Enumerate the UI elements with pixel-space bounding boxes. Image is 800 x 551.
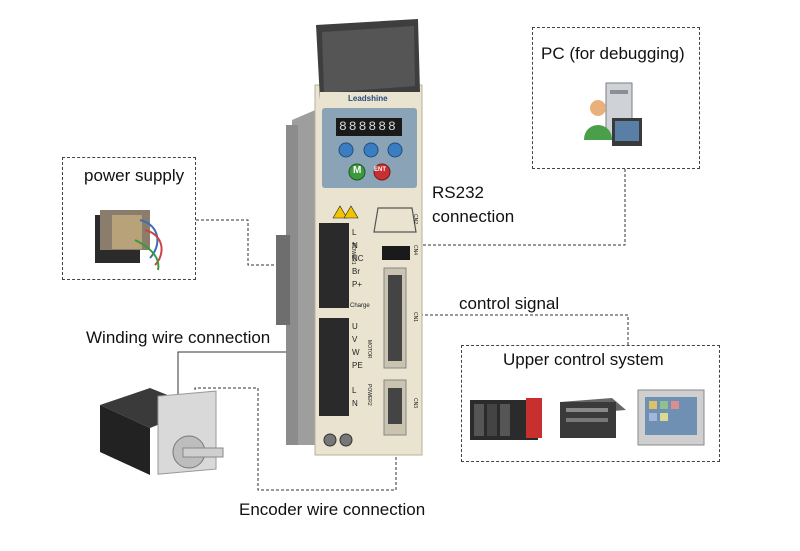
- pc-label: PC (for debugging): [541, 44, 685, 63]
- pc-box: [532, 27, 700, 169]
- cn1-label: CN1: [412, 312, 418, 323]
- terminal-label: W: [352, 348, 360, 357]
- rs232-label-line2: connection: [432, 207, 515, 226]
- terminal-label: N: [352, 399, 358, 408]
- side-label-power2: POWER2: [366, 384, 372, 406]
- terminal-label: L: [352, 386, 357, 395]
- button-m-label: M: [353, 165, 362, 176]
- motor-image: [100, 388, 224, 475]
- charge-label: Charge: [350, 303, 370, 309]
- transformer-image: [95, 210, 163, 271]
- heatsink: [276, 108, 320, 445]
- winding-label: Winding wire connection: [86, 328, 271, 347]
- cn3-label: CN3: [412, 398, 418, 409]
- drive-display: 888888: [339, 119, 398, 134]
- cn2-label: CN2: [412, 214, 418, 225]
- upper-control-label: Upper control system: [503, 350, 664, 369]
- terminal-label: P+: [352, 280, 363, 289]
- encoder-line: [194, 387, 397, 491]
- button-ent-label: ENT: [374, 167, 386, 173]
- servo-drive-body: [314, 19, 423, 456]
- upper-control-box: [461, 345, 720, 462]
- control-signal-label: control signal: [459, 294, 560, 313]
- terminal-label: U: [352, 322, 358, 331]
- side-label-power1: POWER1: [350, 243, 356, 265]
- rs232-label-line1: RS232: [432, 183, 484, 202]
- terminal-label: Br: [352, 267, 360, 276]
- power-supply-label: power supply: [84, 166, 185, 185]
- hmi-image: [637, 389, 705, 446]
- terminal-motor-labels: U V W PE: [352, 320, 363, 372]
- terminal-label: PE: [352, 361, 363, 370]
- control-signal-line: [390, 314, 629, 345]
- terminal-top-labels: L N NC Br P+: [352, 226, 364, 291]
- plc-image: [470, 398, 542, 440]
- terminal-label: L: [352, 228, 357, 237]
- side-label-motor: MOTOR: [366, 340, 372, 359]
- winding-line: [177, 351, 320, 395]
- pc-icon: [584, 82, 642, 146]
- terminal-label: N: [352, 241, 358, 250]
- terminal-label: NC: [352, 254, 364, 263]
- encoder-label: Encoder wire connection: [239, 500, 426, 519]
- industrial-pc-image: [560, 398, 626, 438]
- cn4-label: CN4: [412, 245, 418, 256]
- terminal-label: V: [352, 335, 358, 344]
- pc-line: [410, 169, 626, 246]
- terminal-bottom-labels: L N: [352, 384, 358, 410]
- power-supply-box: [62, 157, 196, 280]
- drive-brand: Leadshine: [348, 94, 388, 103]
